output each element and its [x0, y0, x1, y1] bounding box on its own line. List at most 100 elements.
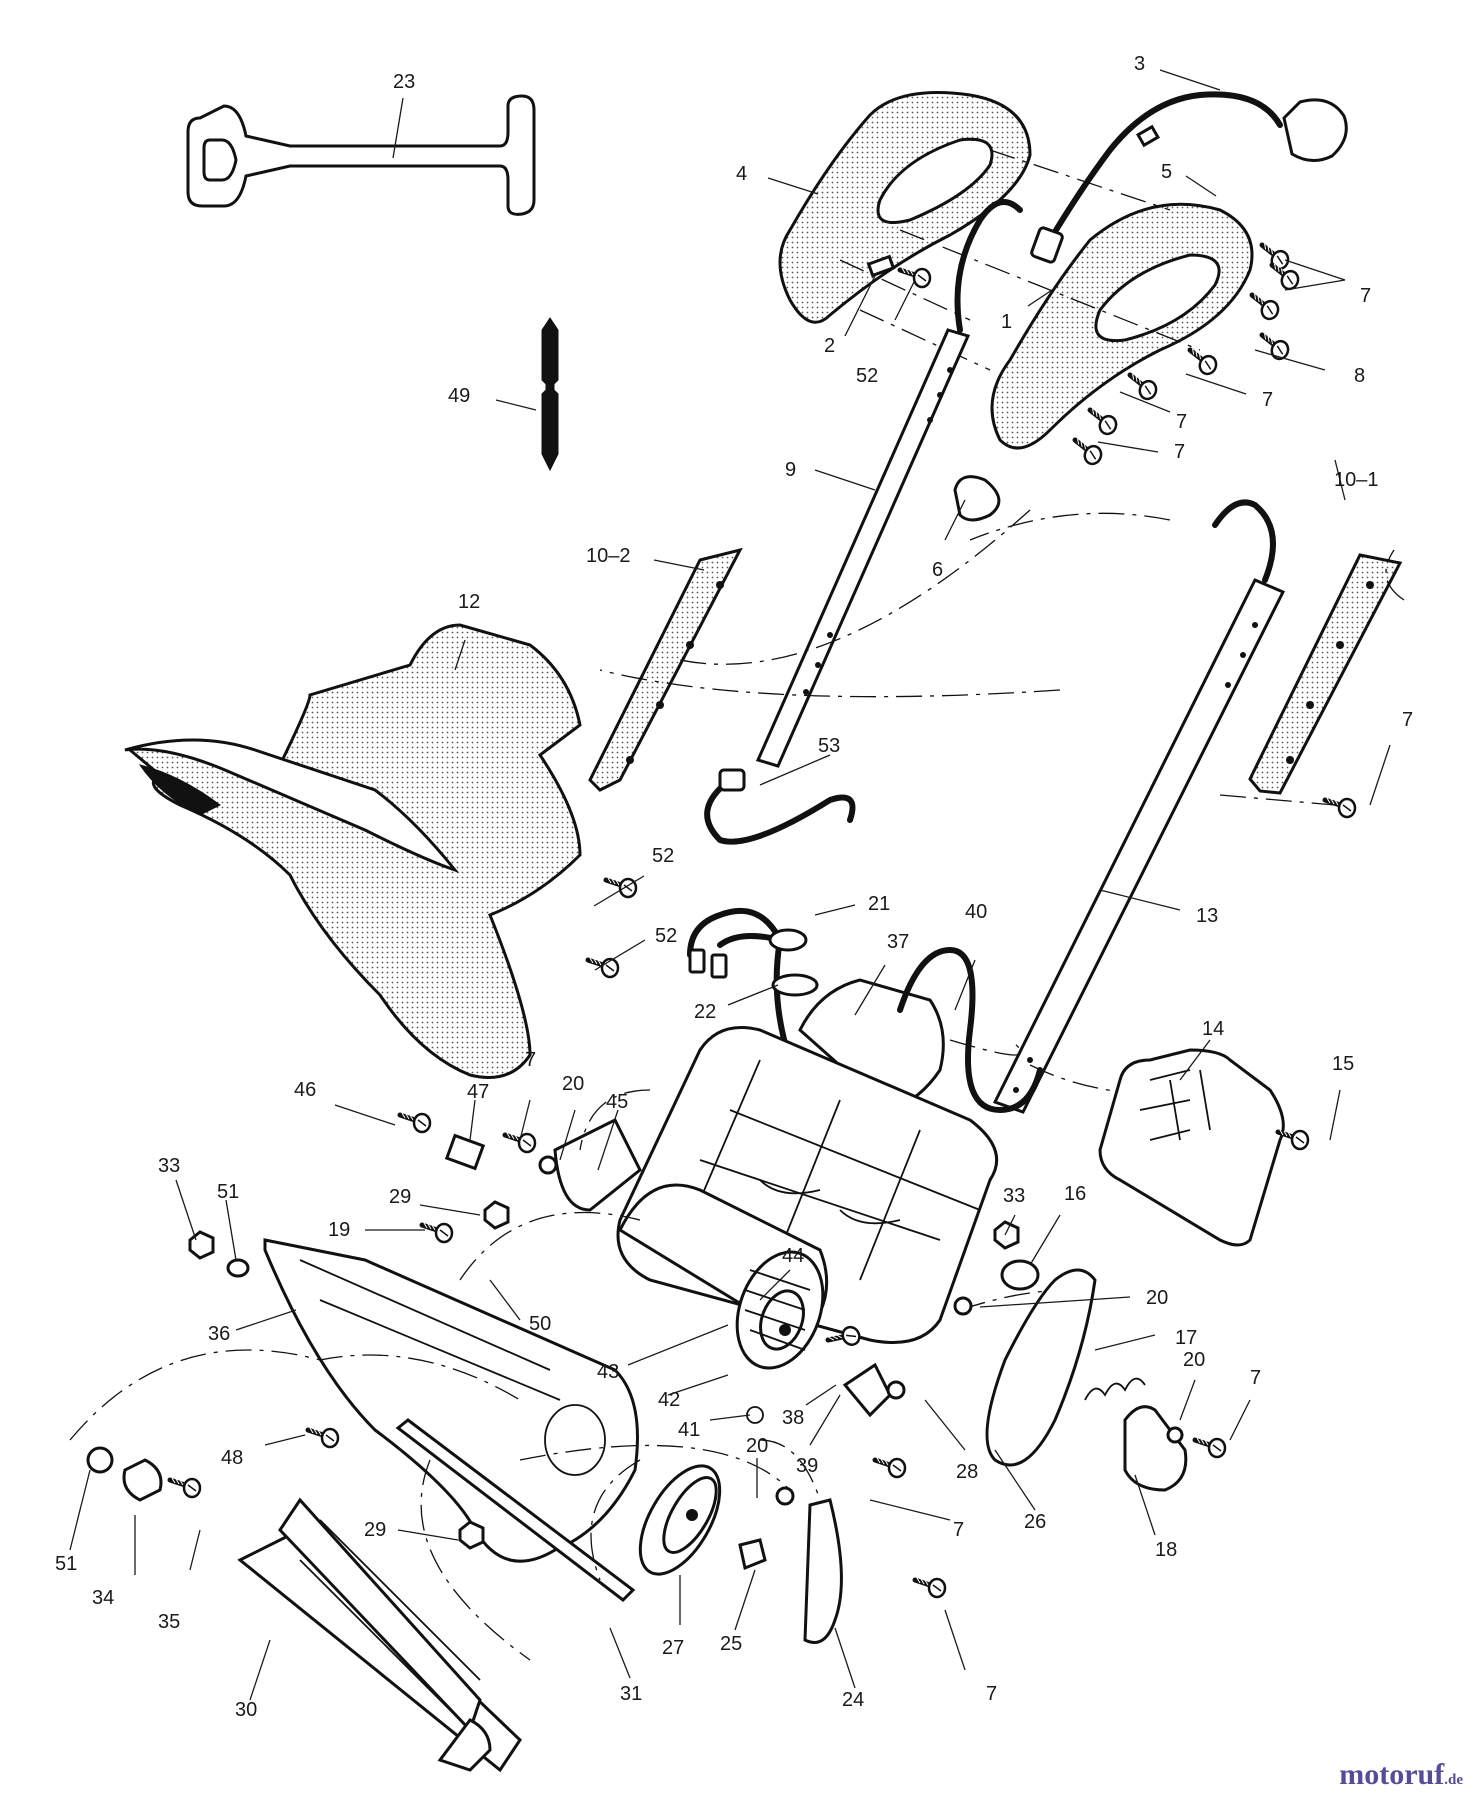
washer-20-lower — [775, 1486, 795, 1506]
callout-19: 19 — [328, 1219, 350, 1241]
callout-46: 46 — [294, 1079, 316, 1101]
callout-48: 48 — [221, 1447, 243, 1469]
callout-25: 25 — [720, 1633, 742, 1655]
callout-50: 50 — [529, 1313, 551, 1335]
bearing-plate — [803, 1498, 843, 1644]
callout-15: 15 — [1332, 1053, 1354, 1075]
screw-7-plate — [875, 1458, 905, 1477]
t-handle-key — [186, 94, 536, 216]
callout-40: 40 — [965, 901, 987, 923]
lower-handle-tube — [992, 578, 1286, 1114]
callout-7-g: 7 — [1250, 1367, 1261, 1389]
washer-20-idler — [1166, 1426, 1184, 1444]
spring — [1084, 1377, 1146, 1401]
motor — [618, 1183, 829, 1370]
alignment-lines-mid — [599, 509, 1405, 806]
wire-clip — [444, 1133, 486, 1171]
washer-51-bottom — [86, 1446, 114, 1474]
callout-8: 8 — [1354, 365, 1365, 387]
callout-10-1: 10–1 — [1334, 469, 1379, 491]
callout-35: 35 — [158, 1611, 180, 1633]
callout-4: 4 — [736, 163, 747, 185]
scraper-bar — [395, 1418, 636, 1602]
callout-7-b: 7 — [1262, 389, 1273, 411]
watermark-brand: motoruf — [1339, 1758, 1445, 1791]
callout-3: 3 — [1134, 53, 1145, 75]
hub-25 — [738, 1538, 767, 1571]
callout-52-b: 52 — [652, 845, 674, 867]
washer-20-right — [953, 1296, 973, 1316]
alignment-lines-bottom — [69, 1089, 821, 1661]
screw-15 — [1278, 1130, 1308, 1149]
switch-wires — [687, 908, 819, 1063]
callout-31: 31 — [620, 1683, 642, 1705]
callout-53: 53 — [818, 735, 840, 757]
callout-22: 22 — [694, 1001, 716, 1023]
callout-9: 9 — [785, 459, 796, 481]
cord-clip — [866, 254, 896, 278]
bracket-39 — [842, 1362, 892, 1418]
callout-47: 47 — [467, 1081, 489, 1103]
auger-housing — [263, 1238, 639, 1563]
discharge-chute — [124, 623, 582, 1079]
callout-45: 45 — [606, 1091, 628, 1113]
callout-6: 6 — [932, 559, 943, 581]
callout-5: 5 — [1161, 161, 1172, 183]
callout-49: 49 — [448, 385, 470, 407]
screw-7-bottom — [915, 1578, 945, 1597]
callout-14: 14 — [1202, 1018, 1224, 1040]
callout-17: 17 — [1175, 1327, 1197, 1349]
power-cord — [1030, 91, 1348, 264]
callout-27: 27 — [662, 1637, 684, 1659]
motor-cable — [897, 946, 1043, 1114]
screw-7-idler — [1195, 1438, 1225, 1457]
auger — [237, 1497, 522, 1773]
screw-52b — [606, 878, 636, 897]
screw-52c — [588, 958, 618, 977]
callout-21: 21 — [868, 893, 890, 915]
callout-16: 16 — [1064, 1183, 1086, 1205]
callout-52-a: 52 — [856, 365, 878, 387]
cord-lower-top — [1212, 499, 1276, 583]
callout-7-c: 7 — [1176, 411, 1187, 433]
callout-labels: 23 49 3 4 5 7 1 2 52 8 7 7 7 9 6 10–1 10… — [55, 53, 1413, 1721]
nut-33-right — [993, 1220, 1020, 1250]
callout-7-e: 7 — [1402, 709, 1413, 731]
nut-29 — [483, 1200, 510, 1230]
shear-pin — [541, 317, 559, 472]
handle-half-right — [990, 202, 1254, 450]
callout-20-d: 20 — [746, 1435, 768, 1457]
callout-12: 12 — [458, 591, 480, 613]
callout-26: 26 — [1024, 1511, 1046, 1533]
callout-7-d: 7 — [1174, 441, 1185, 463]
callout-33-a: 33 — [158, 1155, 180, 1177]
wire-grommet — [704, 768, 856, 845]
bushing-34 — [122, 1458, 163, 1502]
callout-37: 37 — [887, 931, 909, 953]
side-bracket-left — [588, 547, 743, 792]
cord-upper — [954, 199, 1023, 333]
idler-arm — [1123, 1405, 1188, 1492]
washer-20 — [538, 1155, 558, 1175]
pulley-16 — [1000, 1259, 1040, 1291]
callout-42: 42 — [658, 1389, 680, 1411]
callout-30: 30 — [235, 1699, 257, 1721]
callout-36: 36 — [208, 1323, 230, 1345]
callout-7-h: 7 — [953, 1519, 964, 1541]
upper-handle-tube — [755, 328, 971, 768]
bolt-35 — [170, 1478, 200, 1497]
rear-cover — [1098, 1048, 1285, 1247]
callout-2: 2 — [824, 335, 835, 357]
callout-38: 38 — [782, 1407, 804, 1429]
callout-10-2: 10–2 — [586, 545, 631, 567]
callout-7-f: 7 — [525, 1049, 536, 1071]
screw-7-right — [1325, 798, 1355, 817]
callout-43: 43 — [597, 1361, 619, 1383]
screw-7-clip — [505, 1133, 535, 1152]
washer-28 — [886, 1380, 906, 1400]
callout-51-b: 51 — [55, 1553, 77, 1575]
washer-51-top — [226, 1258, 250, 1278]
callout-13: 13 — [1196, 905, 1218, 927]
auger-pulley — [638, 1464, 722, 1576]
